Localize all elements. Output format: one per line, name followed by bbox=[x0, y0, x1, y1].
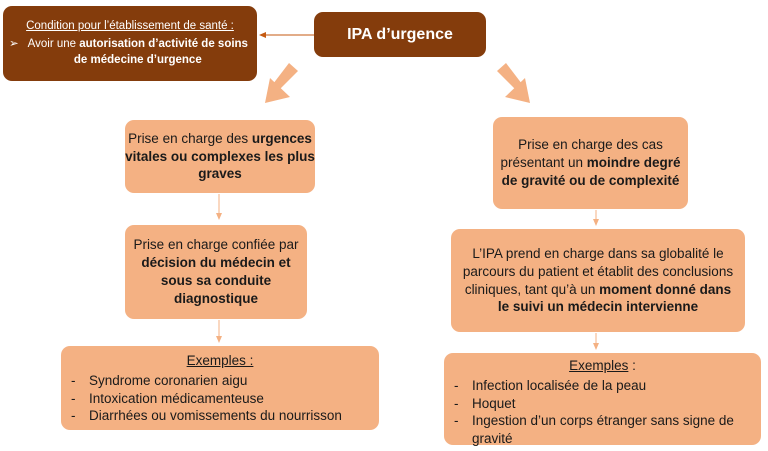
right-box1-bold: moindre degré de gravité ou de complexit… bbox=[501, 155, 681, 188]
left-examples-box: Exemples : -Syndrome coronarien aigu -In… bbox=[61, 346, 379, 430]
left-box1-plain: Prise en charge des bbox=[128, 130, 252, 146]
right-box-lower-severity: Prise en charge des cas présentant un mo… bbox=[493, 117, 688, 209]
right-small-arrow-1 bbox=[593, 210, 599, 226]
condition-connector-arrowhead bbox=[259, 32, 266, 38]
right-examples-title: Exemples : bbox=[569, 357, 636, 375]
right-small-arrow-2 bbox=[593, 333, 599, 350]
chevron-bullet-icon: ➢ bbox=[9, 38, 19, 51]
left-examples-title: Exemples : bbox=[186, 353, 254, 368]
dash-bullet: - bbox=[454, 413, 459, 429]
right-examples-box: Exemples : -Infection localisée de la pe… bbox=[444, 353, 761, 448]
left-examples-list: -Syndrome coronarien aigu -Intoxication … bbox=[61, 372, 379, 425]
list-item-text: Hoquet bbox=[472, 395, 516, 411]
list-item-text: Syndrome coronarien aigu bbox=[89, 372, 248, 388]
right-box-ipa-global-care: L’IPA prend en charge dans sa globalité … bbox=[451, 229, 745, 332]
list-item: -Syndrome coronarien aigu bbox=[71, 372, 379, 390]
dash-bullet: - bbox=[71, 372, 76, 388]
condition-item: ➢ Avoir une autorisation d’activité de s… bbox=[9, 37, 251, 67]
condition-item-plain: Avoir une bbox=[27, 38, 80, 51]
left-small-arrow-2 bbox=[216, 320, 222, 343]
list-item-text: Intoxication médicamenteuse bbox=[89, 390, 264, 406]
main-title-box: IPA d’urgence bbox=[314, 12, 486, 57]
left-box-physician-decision: Prise en charge confiée par décision du … bbox=[125, 225, 307, 319]
dash-bullet: - bbox=[71, 390, 76, 406]
condition-item-bold: autorisation d’activité de soins de méde… bbox=[73, 38, 248, 66]
right-box1-plain: Prise en charge des cas présentant un bbox=[500, 137, 663, 171]
list-item: -Infection localisée de la peau bbox=[454, 377, 761, 395]
dash-bullet: - bbox=[454, 377, 459, 393]
condition-box: Condition pour l’établissement de santé … bbox=[3, 6, 257, 81]
list-item: -Ingestion d’un corps étranger sans sign… bbox=[454, 412, 761, 448]
right-box2-bold: moment donné dans le suivi un médecin in… bbox=[497, 281, 732, 315]
left-box2-bold: décision du médecin et sous sa conduite … bbox=[141, 255, 291, 306]
list-item-text: Diarrhées ou vomissements du nourrisson bbox=[89, 408, 342, 424]
right-branch-arrow bbox=[497, 63, 530, 103]
list-item-text: Ingestion d’un corps étranger sans signe… bbox=[472, 413, 734, 447]
left-box1-text: Prise en charge des urgences vitales ou … bbox=[125, 130, 315, 183]
list-item: -Diarrhées ou vomissements du nourrisson bbox=[71, 407, 379, 425]
right-examples-title-text: Exemples bbox=[569, 358, 629, 373]
list-item: -Intoxication médicamenteuse bbox=[71, 390, 379, 408]
left-small-arrow-1 bbox=[216, 194, 222, 220]
list-item: -Hoquet bbox=[454, 395, 761, 413]
left-box2-text: Prise en charge confiée par décision du … bbox=[125, 236, 307, 307]
right-box2-plain: L’IPA prend en charge dans sa globalité … bbox=[462, 245, 734, 297]
condition-title: Condition pour l’établissement de santé … bbox=[26, 20, 234, 33]
left-branch-arrow bbox=[265, 63, 298, 103]
left-box2-plain: Prise en charge confiée par bbox=[133, 237, 299, 253]
main-title: IPA d’urgence bbox=[347, 25, 453, 43]
right-examples-title-suffix: : bbox=[628, 358, 636, 373]
right-box2-text: L’IPA prend en charge dans sa globalité … bbox=[459, 245, 737, 316]
right-examples-list: -Infection localisée de la peau -Hoquet … bbox=[444, 377, 761, 448]
right-box1-text: Prise en charge des cas présentant un mo… bbox=[493, 136, 688, 189]
condition-item-text: Avoir une autorisation d’activité de soi… bbox=[25, 37, 251, 67]
left-box1-bold: urgences vitales ou complexes les plus g… bbox=[125, 130, 315, 182]
list-item-text: Infection localisée de la peau bbox=[472, 377, 647, 393]
dash-bullet: - bbox=[71, 408, 76, 424]
left-box-vital-emergencies: Prise en charge des urgences vitales ou … bbox=[125, 120, 315, 193]
dash-bullet: - bbox=[454, 395, 459, 411]
